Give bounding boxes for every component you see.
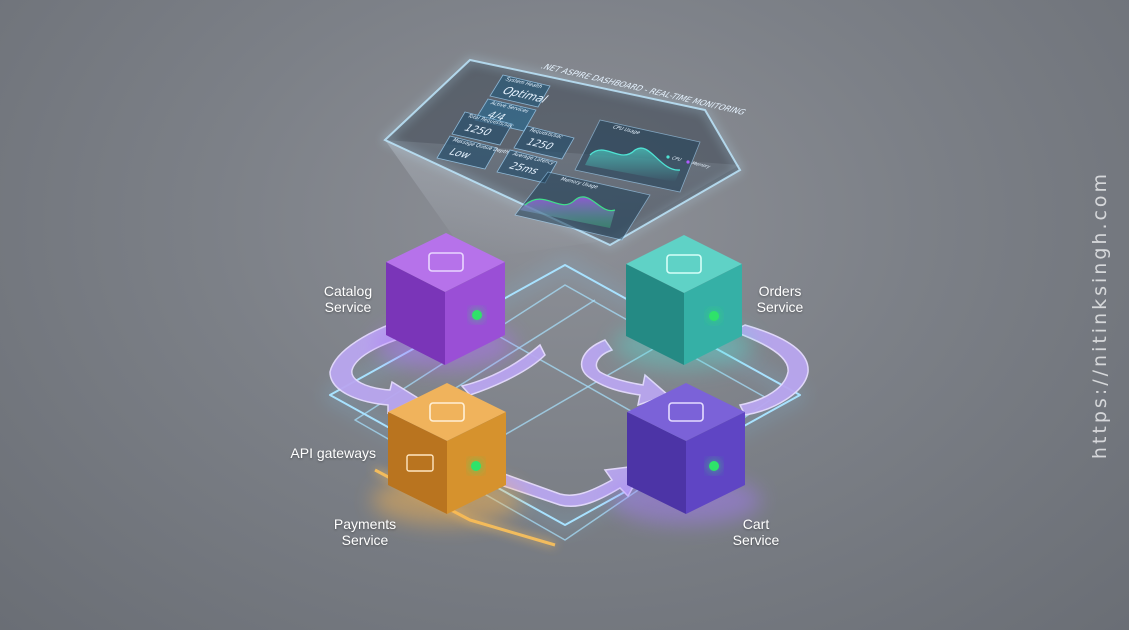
cart-service-label: Cart Service <box>716 516 796 548</box>
orders-service-cube <box>614 235 754 370</box>
dashboard-memory-chart: Memory Usage <box>514 171 651 241</box>
svg-text:1250: 1250 <box>523 136 557 152</box>
orders-status-dot <box>709 311 719 321</box>
dashboard-tile-total-requests: Total Requests/sec 1250 <box>451 111 515 146</box>
catalog-label-line1: Catalog <box>323 283 373 299</box>
payments-label-line2: Service <box>341 532 389 548</box>
catalog-status-dot <box>472 310 482 320</box>
payments-status-dot <box>471 461 481 471</box>
arrow-api-to-catalog <box>460 343 546 396</box>
catalog-label-line2: Service <box>324 299 372 315</box>
svg-text:CPU Usage: CPU Usage <box>611 125 643 136</box>
api-gateways-label: API gateways <box>290 445 376 461</box>
cart-label-line2: Service <box>732 532 780 548</box>
orders-label-line2: Service <box>756 299 804 315</box>
payments-service-cube <box>372 383 522 525</box>
payments-service-label: Payments Service <box>320 516 410 548</box>
dashboard-cpu-chart: CPU Usage CPU Memory <box>574 119 712 193</box>
dashboard-tile-requests-per-sec: Requests/sec 1250 <box>513 125 575 160</box>
payments-label-line1: Payments <box>333 516 397 532</box>
dashboard-tile-message-queue: Message Queue Depth Low <box>436 135 510 170</box>
dashboard-panel: .NET ASPIRE DASHBOARD - REAL-TIME MONITO… <box>383 58 748 247</box>
arrow-orders-to-cart <box>580 339 670 407</box>
cart-status-dot <box>709 461 719 471</box>
svg-text:Low: Low <box>446 146 475 161</box>
svg-text:1250: 1250 <box>461 122 495 138</box>
cart-label-line1: Cart <box>742 516 770 532</box>
orders-label-line1: Orders <box>758 283 802 299</box>
cart-service-cube <box>611 383 761 525</box>
svg-text:Memory: Memory <box>690 161 712 170</box>
arrow-cart-to-orders <box>709 321 809 416</box>
svg-text:CPU: CPU <box>670 156 684 163</box>
catalog-service-cube <box>375 233 515 370</box>
catalog-service-label: Catalog Service <box>308 283 388 315</box>
orders-service-label: Orders Service <box>740 283 820 315</box>
flow-arrows <box>329 317 809 508</box>
site-watermark: https://nitinksingh.com <box>1089 170 1111 460</box>
